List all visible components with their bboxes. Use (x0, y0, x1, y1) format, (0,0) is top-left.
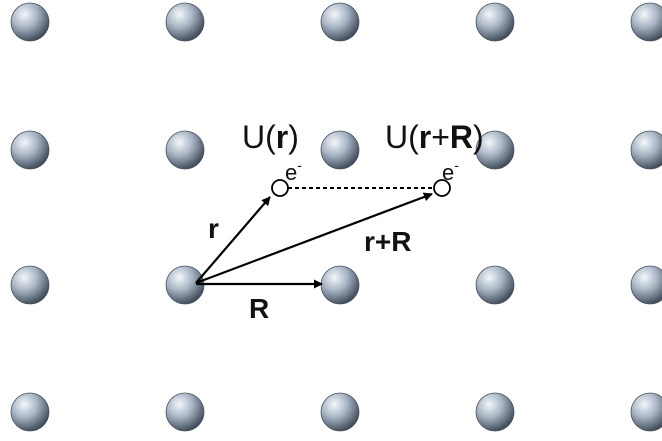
lattice-atom (475, 265, 515, 305)
lattice-atom (10, 392, 50, 432)
electron-position-r (271, 179, 289, 197)
lattice-atom (320, 2, 360, 42)
vector-r-plus-R-label: r+R (364, 226, 411, 257)
lattice-atom (630, 2, 662, 42)
lattice-atom (630, 265, 662, 305)
electron-label-left: e- (285, 157, 302, 185)
vector-r-arrow (195, 196, 271, 284)
lattice-atom (10, 2, 50, 42)
vector-r-plus-R-arrow (195, 192, 433, 285)
lattice-atom (630, 392, 662, 432)
lattice-atom (630, 130, 662, 170)
lattice-atom (475, 392, 515, 432)
vector-R-label: R (249, 293, 269, 324)
potential-u-r-plus-R-label: U(r+R) (385, 119, 484, 155)
lattice-atom (320, 265, 360, 305)
electron-position-r-plus-R (433, 179, 451, 197)
lattice-atom (320, 130, 360, 170)
potential-u-r-label: U(r) (242, 119, 299, 155)
electron-label-right: e- (442, 157, 459, 185)
lattice-atom (165, 2, 205, 42)
lattice-atom (10, 265, 50, 305)
lattice-atom (475, 130, 515, 170)
vector-r-label: r (208, 213, 219, 244)
lattice-atom (320, 392, 360, 432)
lattice-atom (475, 2, 515, 42)
lattice-atoms (10, 2, 662, 432)
lattice-atom (165, 392, 205, 432)
lattice-atom (10, 130, 50, 170)
lattice-atom (165, 130, 205, 170)
